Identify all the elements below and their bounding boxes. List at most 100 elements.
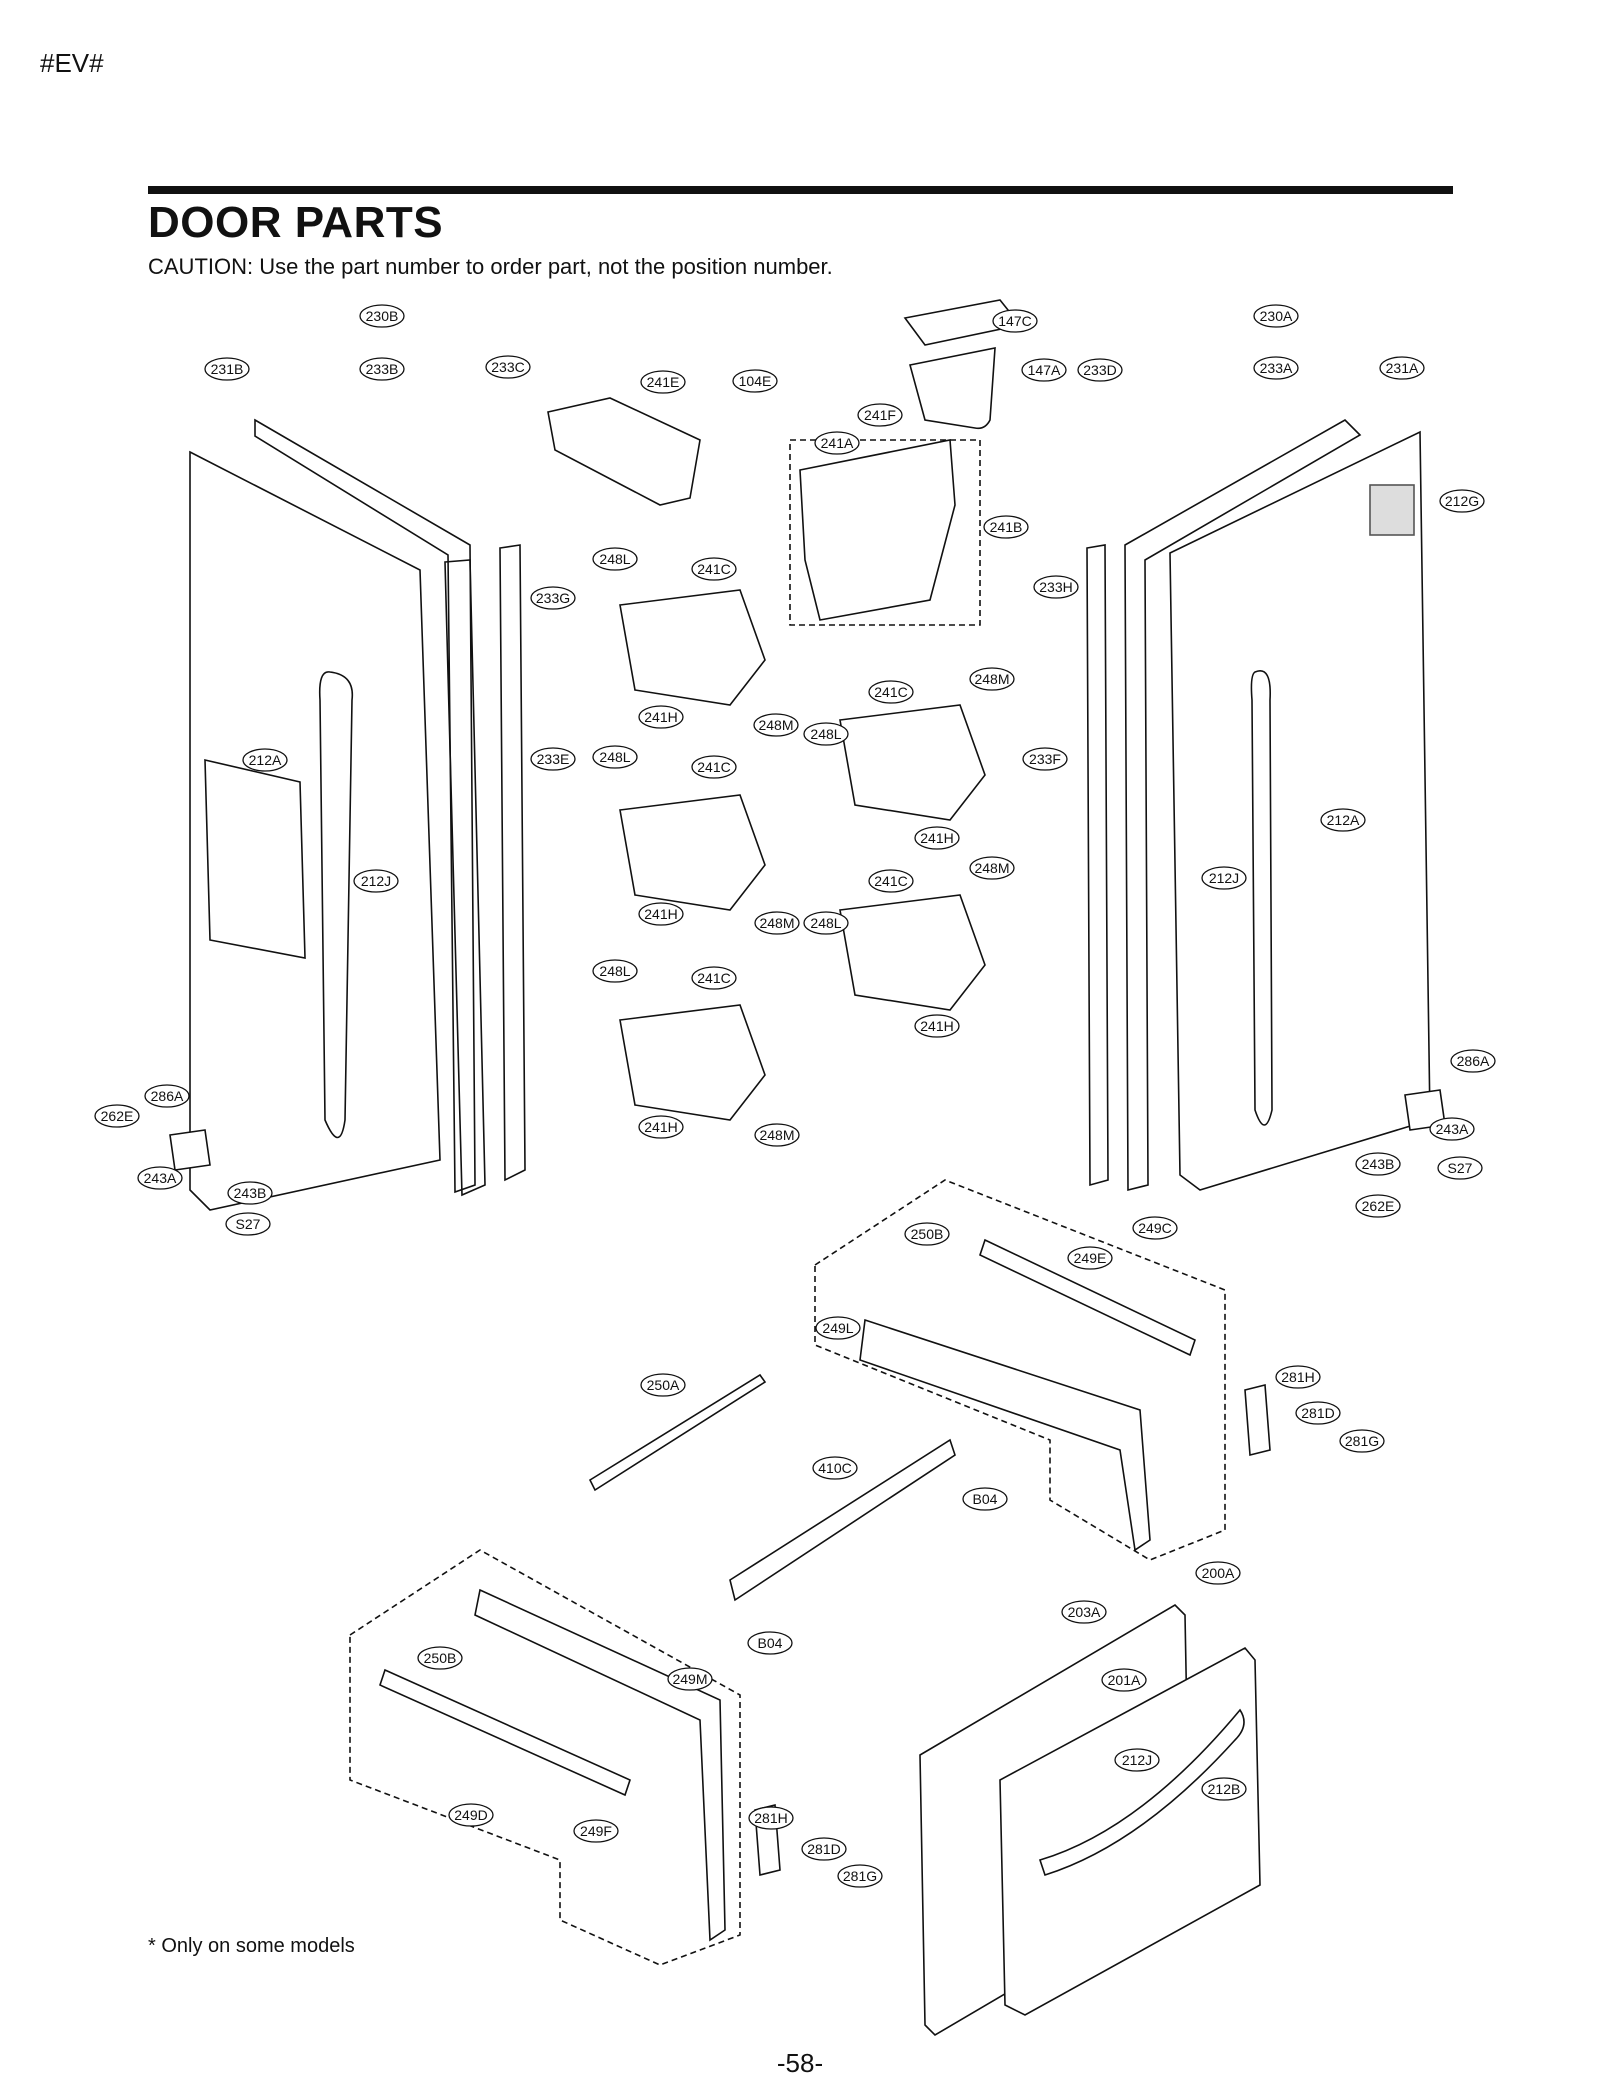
callout-241c: 241C — [691, 557, 737, 581]
callout-bubble — [904, 1222, 950, 1246]
callout-bubble — [353, 869, 399, 893]
callout-bubble — [837, 1864, 883, 1888]
right-door-handle — [1250, 670, 1273, 1126]
callout-233b: 233B — [359, 357, 405, 381]
callout-bubble — [691, 557, 737, 581]
callout-bubble — [573, 1819, 619, 1843]
callout-147a: 147A — [1021, 358, 1067, 382]
callout-248m: 248M — [969, 856, 1015, 880]
callout-label: 241H — [644, 906, 677, 922]
callout-212b: 212B — [1201, 1777, 1247, 1801]
callout-286a: 286A — [144, 1084, 190, 1108]
callout-212a: 212A — [242, 748, 288, 772]
callout-bubble — [1355, 1194, 1401, 1218]
callout-label: 230A — [1260, 308, 1293, 324]
callout-231a: 231A — [1379, 356, 1425, 380]
callout-bubble — [1437, 1156, 1483, 1180]
drawer-door-handle — [1038, 1708, 1245, 1877]
callout-bubble — [638, 902, 684, 926]
callout-241h: 241H — [914, 1014, 960, 1038]
left-door-mullion — [499, 544, 526, 1182]
callout-241c: 241C — [868, 869, 914, 893]
callout-label: 147A — [1028, 362, 1061, 378]
callout-203a: 203A — [1061, 1600, 1107, 1624]
callout-bubble — [144, 1084, 190, 1108]
right-door-mullion — [1086, 544, 1109, 1187]
callout-label: 243A — [1436, 1121, 1469, 1137]
callout-bubble — [814, 431, 860, 455]
callout-bubble — [417, 1646, 463, 1670]
callout-212g: 212G — [1439, 489, 1485, 513]
callout-label: 233C — [491, 359, 524, 375]
callout-bubble — [1275, 1365, 1321, 1389]
footnote: * Only on some models — [148, 1935, 355, 1957]
callout-bubble — [983, 515, 1029, 539]
callout-bubble — [1379, 356, 1425, 380]
callout-248l: 248L — [592, 547, 638, 571]
callout-label: 249C — [1138, 1220, 1171, 1236]
callout-250a: 250A — [640, 1373, 686, 1397]
callout-bubble — [448, 1803, 494, 1827]
callout-label: 233E — [537, 751, 570, 767]
callout-104e: 104E — [732, 369, 778, 393]
callout-200a: 200A — [1195, 1561, 1241, 1585]
callout-label: 281D — [807, 1841, 840, 1857]
callout-233e: 233E — [530, 747, 576, 771]
ice-bucket — [909, 347, 996, 430]
callout-bubble — [1061, 1600, 1107, 1624]
callout-s27: S27 — [1437, 1156, 1483, 1180]
door-bin-1 — [619, 589, 766, 706]
right-door-gasket — [1124, 419, 1362, 1192]
callout-label: 241B — [990, 519, 1023, 535]
callout-bubble — [137, 1166, 183, 1190]
dispenser-housing — [799, 439, 956, 621]
callout-bubble — [530, 586, 576, 610]
drawer-rail-bracket-lower — [474, 1588, 726, 1942]
callout-label: 241H — [920, 1018, 953, 1034]
callout-label: 241C — [697, 561, 730, 577]
callout-label: 250A — [647, 1377, 680, 1393]
callout-248m: 248M — [753, 713, 799, 737]
callout-212j: 212J — [1201, 866, 1247, 890]
callout-410c: 410C — [812, 1456, 858, 1480]
callout-label: 286A — [151, 1088, 184, 1104]
right-door-label — [1369, 484, 1415, 536]
callout-label: 241C — [697, 970, 730, 986]
callout-label: 241C — [874, 684, 907, 700]
callout-249m: 249M — [667, 1667, 713, 1691]
callout-241c: 241C — [691, 755, 737, 779]
callout-249d: 249D — [448, 1803, 494, 1827]
callout-label: 248M — [759, 1127, 794, 1143]
callout-233c: 233C — [485, 355, 531, 379]
callout-262e: 262E — [94, 1104, 140, 1128]
callout-label: 212J — [1209, 870, 1239, 886]
callout-bubble — [1320, 808, 1366, 832]
ice-tray — [547, 397, 701, 506]
callout-label: 248M — [758, 717, 793, 733]
callout-241h: 241H — [638, 902, 684, 926]
callout-bubble — [803, 722, 849, 746]
callout-bubble — [962, 1487, 1008, 1511]
callout-243b: 243B — [227, 1181, 273, 1205]
callout-label: 212J — [1122, 1752, 1152, 1768]
callout-bubble — [754, 911, 800, 935]
callout-label: 200A — [1202, 1565, 1235, 1581]
callout-bubble — [1253, 304, 1299, 328]
callout-s27: S27 — [225, 1212, 271, 1236]
drawer-rail-upper — [979, 1238, 1196, 1357]
callout-bubble — [1077, 358, 1123, 382]
callout-label: 233G — [536, 590, 570, 606]
callout-231b: 231B — [204, 357, 250, 381]
callout-label: B04 — [758, 1635, 783, 1651]
callout-249f: 249F — [573, 1819, 619, 1843]
callout-label: 249L — [822, 1320, 853, 1336]
left-door-dispenser-window — [204, 758, 306, 959]
callout-label: 248L — [810, 726, 841, 742]
callout-bubble — [691, 966, 737, 990]
page-title: DOOR PARTS — [148, 198, 444, 247]
callout-bubble — [1101, 1668, 1147, 1692]
callout-243a: 243A — [1429, 1117, 1475, 1141]
callout-bubble — [1295, 1401, 1341, 1425]
callout-bubble — [204, 357, 250, 381]
callout-bubble — [1201, 1777, 1247, 1801]
